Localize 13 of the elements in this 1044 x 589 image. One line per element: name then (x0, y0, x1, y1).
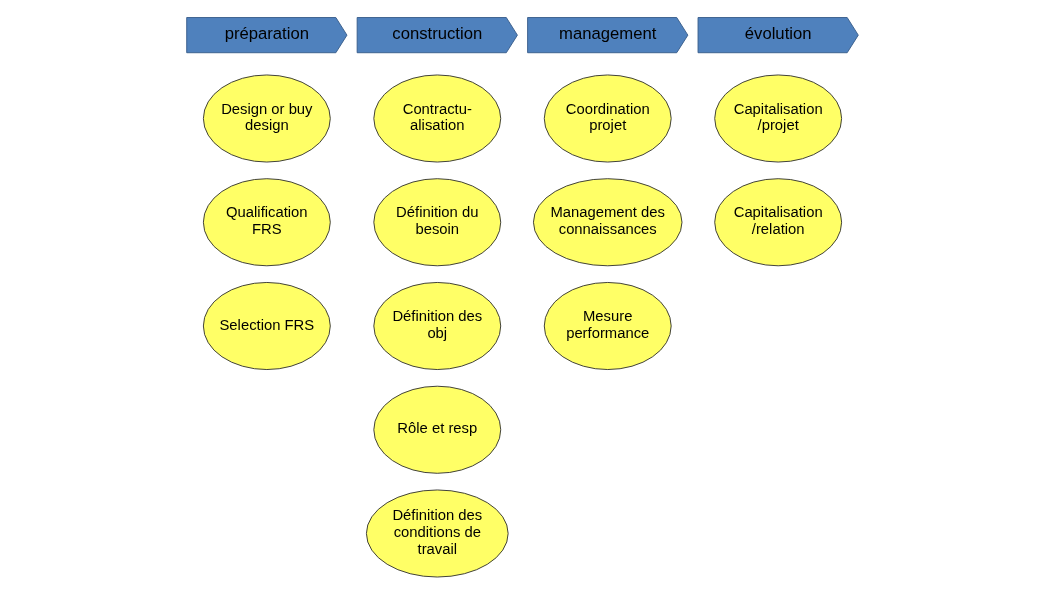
node-ellipse: Coordination projet (543, 74, 672, 163)
node-ellipse: Management des connaissances (532, 178, 682, 267)
node-ellipse: Rôle et resp (372, 385, 501, 474)
node-ellipse: Qualification FRS (202, 178, 331, 267)
node-ellipse: Capitalisation /projet (713, 74, 842, 163)
node-ellipse: Mesure performance (543, 282, 672, 370)
node-ellipse: Design or buy design (202, 74, 331, 163)
node-ellipse: Définition des conditions de travail (365, 489, 509, 578)
node-ellipse: Selection FRS (202, 282, 331, 370)
node-ellipse: Définition des obj (372, 282, 501, 370)
node-ellipse: Capitalisation /relation (713, 178, 842, 267)
node-ellipse: Définition du besoin (372, 178, 501, 267)
node-ellipse: Contractu- alisation (372, 74, 501, 163)
